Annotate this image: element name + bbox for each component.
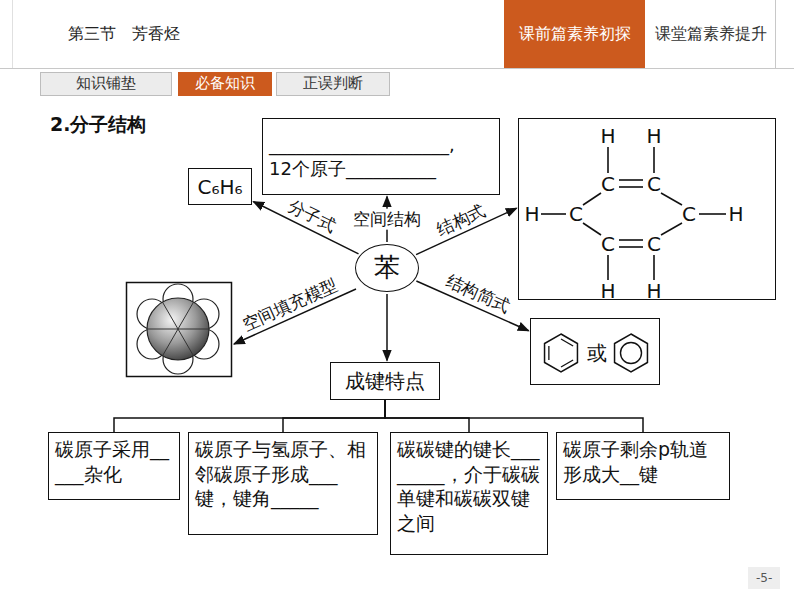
tab: 必备知识 — [178, 72, 272, 96]
box-text: 成键特点 — [345, 368, 425, 394]
info-box: 碳碳键的键长________，介于碳碳单键和碳碳双键之间 — [390, 432, 548, 555]
section-heading: 2.分子结构 — [50, 112, 146, 138]
atom-symbol: H — [600, 123, 615, 149]
tab-label: 课堂篇素养提升 — [655, 24, 767, 45]
bond — [583, 193, 601, 205]
bond — [619, 186, 643, 188]
aromatic-circle — [621, 343, 642, 364]
tab: 课堂篇素养提升 — [648, 0, 774, 68]
bond — [619, 246, 643, 248]
kekule-ring — [545, 334, 578, 372]
center-ellipse: 苯 — [355, 244, 419, 292]
header-divider — [12, 0, 13, 68]
bracket-connector — [283, 400, 385, 432]
info-box: 或 — [530, 318, 660, 385]
bracket-connector — [385, 400, 469, 432]
space-filling-model — [137, 284, 219, 374]
atom-symbol: C — [569, 201, 583, 227]
double-bond-line — [561, 360, 573, 367]
box-text: 苯 — [374, 251, 400, 285]
tab: 课前篇素养初探 — [504, 0, 645, 68]
atom-symbol: C — [601, 171, 615, 197]
header-bar — [0, 0, 794, 68]
box-text: 12个原子__________ — [269, 157, 436, 180]
aromatic-ring — [615, 334, 648, 372]
arrow-connector — [386, 294, 388, 361]
bond — [619, 179, 643, 181]
info-box: ____________________,12个原子__________ — [262, 118, 500, 195]
box-text: ____________________, — [269, 133, 455, 156]
atom-symbol: H — [646, 278, 661, 304]
bond — [583, 223, 601, 235]
edge-label: 结构简式 — [443, 272, 513, 317]
sphere-seam — [163, 302, 179, 329]
sphere-seam — [163, 329, 179, 356]
bond — [661, 193, 682, 205]
box-text: 碳原子剩余p轨道形成大__键 — [563, 437, 723, 486]
model-box — [127, 283, 232, 377]
structural-formula-box: HHCCHCCHCCHH — [518, 118, 776, 300]
atom-symbol: C — [647, 231, 661, 257]
box-text: C₆H₆ — [197, 174, 242, 200]
connector-word: 或 — [587, 340, 607, 366]
bond — [607, 147, 609, 173]
atom-symbol: H — [646, 123, 661, 149]
info-box: 成键特点 — [330, 362, 440, 400]
atom-symbol: H — [728, 201, 743, 227]
info-box: C₆H₆ — [188, 168, 252, 205]
tab: 正误判断 — [276, 72, 390, 96]
bond — [661, 223, 682, 235]
bracket-connector — [114, 400, 385, 432]
info-box: 碳原子剩余p轨道形成大__键 — [556, 432, 730, 500]
box-text: 碳原子采用_____杂化 — [55, 437, 173, 486]
bond — [653, 255, 655, 280]
box-text: 碳原子与氢原子、相邻碳原子形成___键，键角_____ — [195, 437, 371, 511]
tab-label: 正误判断 — [303, 74, 363, 94]
double-bond-line — [561, 339, 573, 346]
info-box: 碳原子采用_____杂化 — [48, 432, 180, 500]
sphere-seam — [178, 302, 194, 329]
header-rule — [0, 68, 794, 69]
bond — [541, 213, 566, 215]
atom-symbol: H — [524, 201, 539, 227]
header-divider — [775, 0, 776, 68]
info-box: 碳原子与氢原子、相邻碳原子形成___键，键角_____ — [188, 432, 378, 535]
tab: 知识铺垫 — [40, 72, 172, 96]
atom-symbol: C — [682, 201, 696, 227]
edge-label: 结构式 — [434, 200, 488, 238]
tab-label: 课前篇素养初探 — [519, 24, 631, 45]
sphere-seam — [178, 329, 209, 330]
double-bond-line — [548, 346, 549, 360]
atom-symbol: H — [600, 278, 615, 304]
bracket-connector — [385, 400, 643, 432]
arrow-label: 空间填充模型 — [238, 273, 340, 336]
bond — [699, 213, 726, 215]
sphere-seam — [147, 329, 178, 330]
edge-label: 空间结构 — [351, 209, 423, 230]
sphere-seam — [178, 329, 194, 356]
tab-label: 知识铺垫 — [76, 74, 136, 94]
box-text: 碳碳键的键长________，介于碳碳单键和碳碳双键之间 — [397, 437, 541, 536]
tab-label: 必备知识 — [195, 74, 255, 94]
bond — [607, 255, 609, 280]
bond — [653, 147, 655, 173]
carbon-ring-sphere — [147, 298, 209, 360]
atom-symbol: C — [601, 231, 615, 257]
section-title: 第三节 芳香烃 — [68, 24, 180, 45]
atom-symbol: C — [647, 171, 661, 197]
page-number: -5- — [748, 567, 780, 589]
bond — [619, 239, 643, 241]
